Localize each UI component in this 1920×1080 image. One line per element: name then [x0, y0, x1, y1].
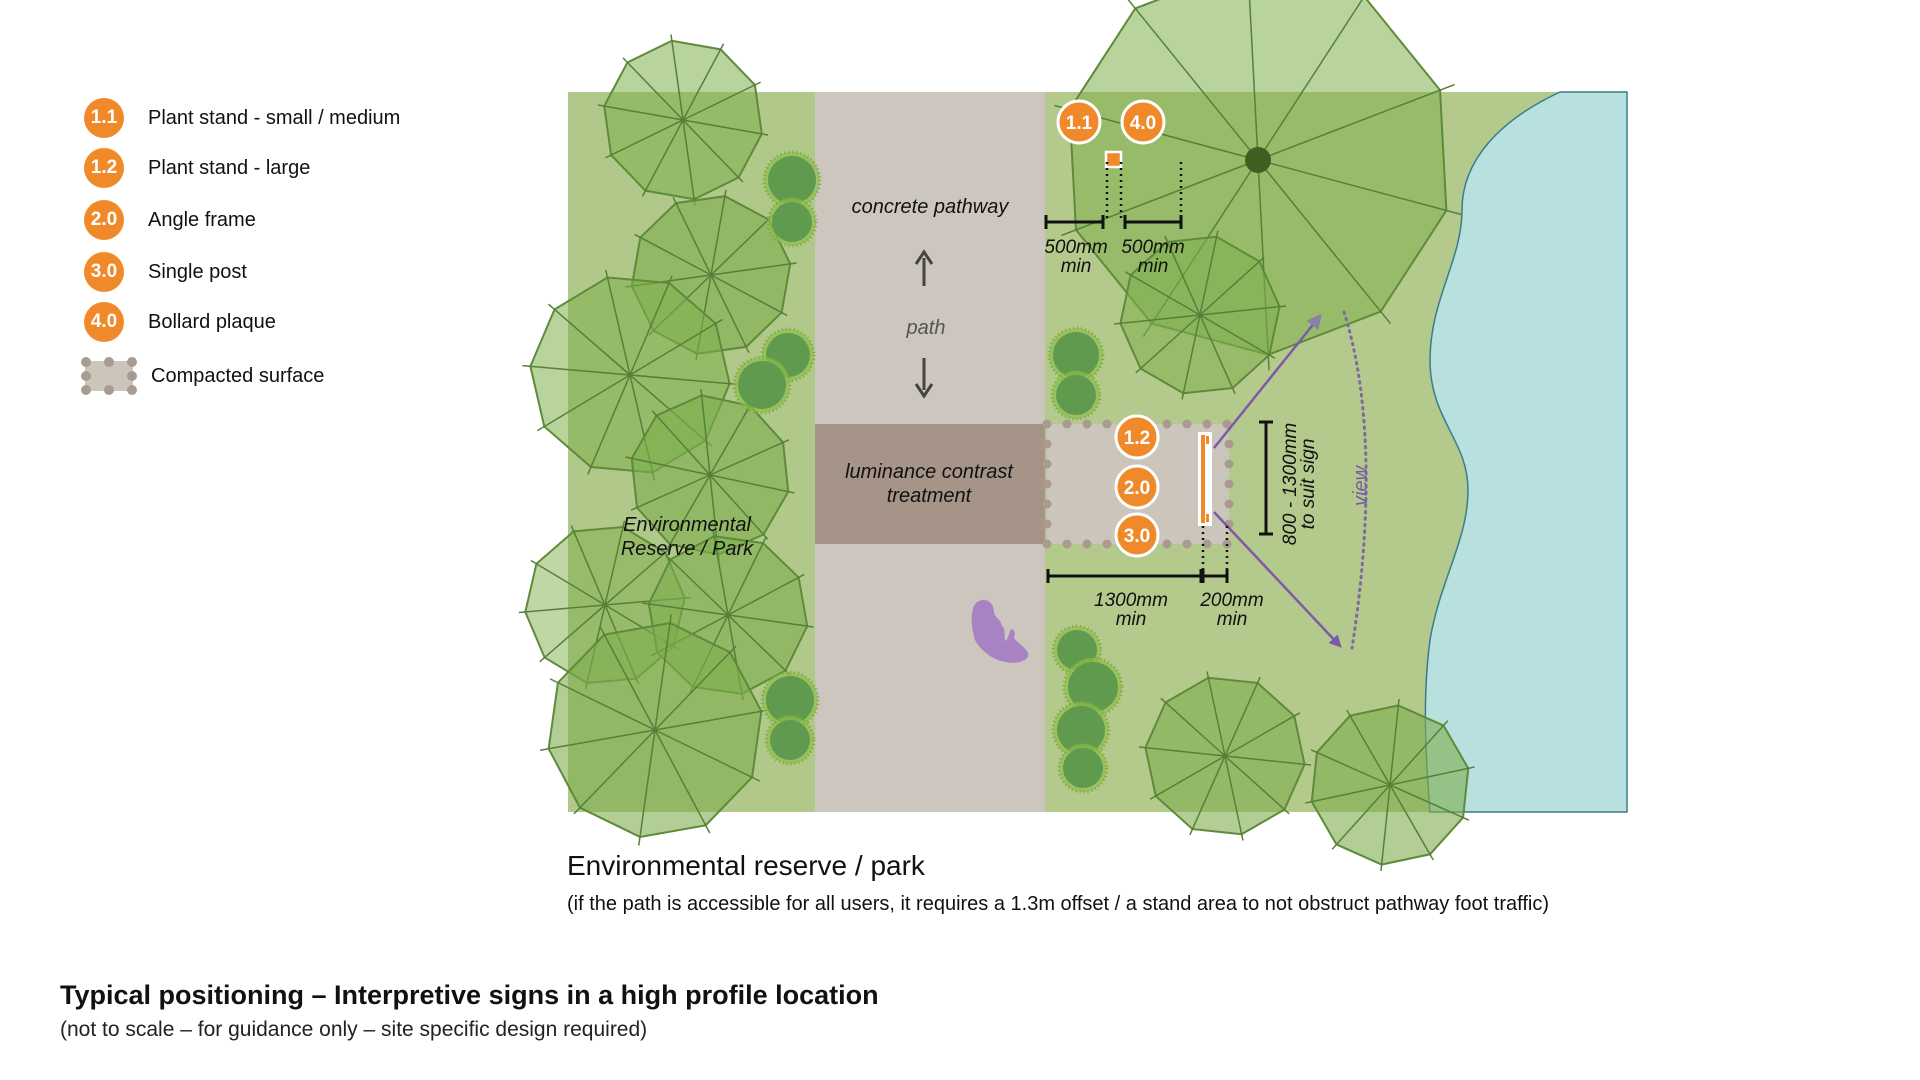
tree-canopies: [518, 0, 1475, 872]
legend-item-plant-stand-large: 1.2 Plant stand - large: [84, 146, 310, 190]
dimension-vertical-line1: 800 - 1300mm: [1280, 423, 1301, 546]
shrub-icon: [766, 196, 818, 248]
dimension-bottom-left-value: 1300mm: [1094, 590, 1168, 611]
tree-trunk-icon: [1245, 147, 1271, 173]
dimension-bottom: [1046, 526, 1229, 583]
shrub-icon: [1062, 656, 1124, 718]
tree-canopy-icon: [1305, 698, 1475, 872]
page-title: Typical positioning – Interpretive signs…: [60, 980, 879, 1010]
tree-canopy-icon: [1138, 671, 1312, 841]
view-line-lower: [1213, 511, 1342, 648]
bollard-plaque-sign: [1104, 150, 1123, 169]
interpretive-sign-panel: [1198, 432, 1212, 526]
shrub-icon: [732, 355, 792, 415]
marker-badge: 1.1: [84, 98, 124, 138]
legend-label: Single post: [148, 260, 247, 283]
marker-badge: 4.0: [84, 302, 124, 342]
legend-item-plant-stand-small: 1.1 Plant stand - small / medium: [84, 96, 400, 140]
shrub-icon: [760, 670, 820, 730]
marker-2-0: 2.0: [1114, 464, 1160, 510]
dimension-top: [1044, 162, 1183, 229]
legend-label: Plant stand - small / medium: [148, 106, 401, 129]
legend-item-single-post: 3.0 Single post: [84, 250, 247, 294]
tree-canopy-icon: [540, 614, 770, 846]
legend-label: Plant stand - large: [148, 156, 311, 179]
marker-badge: 2.0: [84, 200, 124, 240]
marker-1-2: 1.2: [1114, 414, 1160, 460]
dimension-bottom-right-value: 200mm: [1199, 590, 1263, 611]
tree-canopy-icon: [1113, 230, 1287, 400]
shrub-icon: [1051, 700, 1111, 760]
dimension-top-right-value: 500mm: [1121, 237, 1184, 258]
marker-4-0: 4.0: [1120, 99, 1166, 145]
compacted-surface-swatch-icon: [81, 357, 137, 395]
arrow-up-icon: [914, 249, 934, 286]
dimension-bottom-right-qualifier: min: [1217, 609, 1248, 630]
page-subtitle: (not to scale – for guidance only – site…: [60, 1018, 648, 1041]
svg-text:4.0: 4.0: [1130, 113, 1156, 134]
view-label: view: [1350, 464, 1372, 506]
caption-note: (if the path is accessible for all users…: [567, 893, 1549, 915]
marker-3-0: 3.0: [1114, 512, 1160, 558]
marker-badge: 1.2: [84, 148, 124, 188]
legend-item-compacted-surface: Compacted surface: [81, 354, 324, 398]
water-body: [1424, 91, 1628, 813]
dimension-top-right-qualifier: min: [1138, 256, 1169, 277]
luminance-label-line2: treatment: [887, 485, 973, 507]
svg-text:2.0: 2.0: [1124, 478, 1150, 499]
marker-badge: 3.0: [84, 252, 124, 292]
marker-1-1: 1.1: [1056, 99, 1102, 145]
arrow-down-icon: [914, 358, 934, 399]
legend-item-bollard-plaque: 4.0 Bollard plaque: [84, 300, 276, 344]
legend-label: Compacted surface: [151, 364, 325, 387]
tree-canopy-icon: [597, 34, 769, 206]
legend-item-angle-frame: 2.0 Angle frame: [84, 198, 256, 242]
view-line-upper: [1213, 313, 1322, 449]
luminance-label-line1: luminance contrast: [845, 461, 1014, 483]
shrub-icon: [1057, 742, 1109, 794]
shrub-icon: [762, 150, 822, 210]
dimension-vertical: [1259, 420, 1273, 536]
shrubs: [732, 150, 1124, 794]
shrub-icon: [1050, 369, 1102, 421]
dimension-vertical-line2: to suit sign: [1298, 439, 1319, 530]
wheelchair-user-icon: [971, 599, 1029, 663]
reserve-label-line2: Reserve / Park: [621, 538, 754, 560]
caption-title: Environmental reserve / park: [567, 850, 925, 881]
reserve-label-line1: Environmental: [623, 514, 751, 536]
dimension-top-left-value: 500mm: [1044, 237, 1107, 258]
luminance-contrast-treatment: [815, 424, 1045, 544]
svg-text:1.2: 1.2: [1124, 428, 1150, 449]
legend-label: Angle frame: [148, 208, 256, 231]
path-direction-label: path: [906, 317, 946, 339]
shrub-icon: [1047, 326, 1105, 384]
view-arc: [1342, 310, 1368, 650]
svg-text:3.0: 3.0: [1124, 526, 1150, 547]
legend-label: Bollard plaque: [148, 310, 276, 333]
shrub-icon: [764, 714, 816, 766]
svg-text:1.1: 1.1: [1066, 113, 1093, 134]
concrete-pathway-label: concrete pathway: [852, 196, 1010, 218]
dimension-top-left-qualifier: min: [1061, 256, 1092, 277]
dimension-bottom-left-qualifier: min: [1116, 609, 1147, 630]
